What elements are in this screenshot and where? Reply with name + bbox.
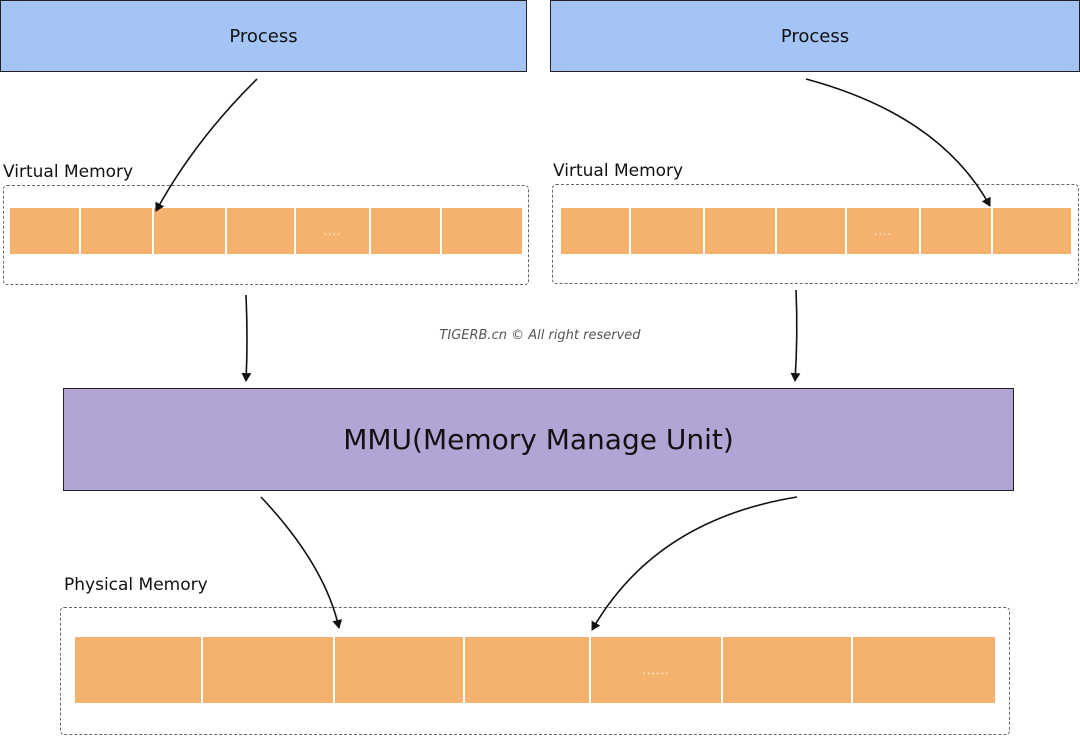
process-box-left: Process [0, 0, 527, 72]
virtual-memory-cells-left: .... [10, 208, 522, 254]
physical-memory-frame [60, 607, 1010, 735]
memory-cell [723, 637, 851, 703]
memory-cell [705, 208, 775, 254]
memory-cell [75, 637, 201, 703]
virtual-memory-label-right: Virtual Memory [553, 161, 684, 181]
process-label: Process [780, 25, 850, 47]
memory-cell [853, 637, 995, 703]
memory-cell-ellipsis: ...... [591, 637, 721, 703]
arrow-mmu-to-physical-right [591, 496, 798, 631]
memory-cell [631, 208, 703, 254]
memory-cell-ellipsis: .... [847, 208, 919, 254]
arrow-virtual-right-to-mmu [790, 289, 801, 382]
physical-memory-cells: ...... [75, 637, 995, 703]
memory-cell [154, 208, 225, 254]
memory-cell [10, 208, 79, 254]
arrow-process-to-virtual-right [805, 78, 991, 207]
memory-cell [81, 208, 152, 254]
memory-cell [227, 208, 294, 254]
memory-cell [777, 208, 845, 254]
watermark: TIGERB.cn © All right reserved [439, 328, 641, 343]
memory-cell [465, 637, 589, 703]
process-label: Process [229, 25, 298, 47]
memory-cell [921, 208, 991, 254]
virtual-memory-cells-right: .... [561, 208, 1071, 254]
arrow-virtual-left-to-mmu [241, 294, 252, 382]
physical-memory-label: Physical Memory [64, 575, 208, 595]
memory-cell [442, 208, 522, 254]
process-box-right: Process [550, 0, 1080, 72]
memory-cell [203, 637, 333, 703]
arrow-mmu-to-physical-left [260, 496, 343, 629]
mmu-label: MMU(Memory Manage Unit) [343, 423, 734, 456]
virtual-memory-frame-left [3, 185, 529, 285]
memory-cell-ellipsis: .... [296, 208, 369, 254]
memory-cell [993, 208, 1071, 254]
memory-cell [371, 208, 440, 254]
arrow-process-to-virtual-left [155, 78, 258, 212]
memory-cell [561, 208, 629, 254]
mmu-box: MMU(Memory Manage Unit) [63, 388, 1014, 491]
memory-cell [335, 637, 463, 703]
virtual-memory-label-left: Virtual Memory [3, 162, 134, 182]
virtual-memory-frame-right [552, 184, 1079, 284]
